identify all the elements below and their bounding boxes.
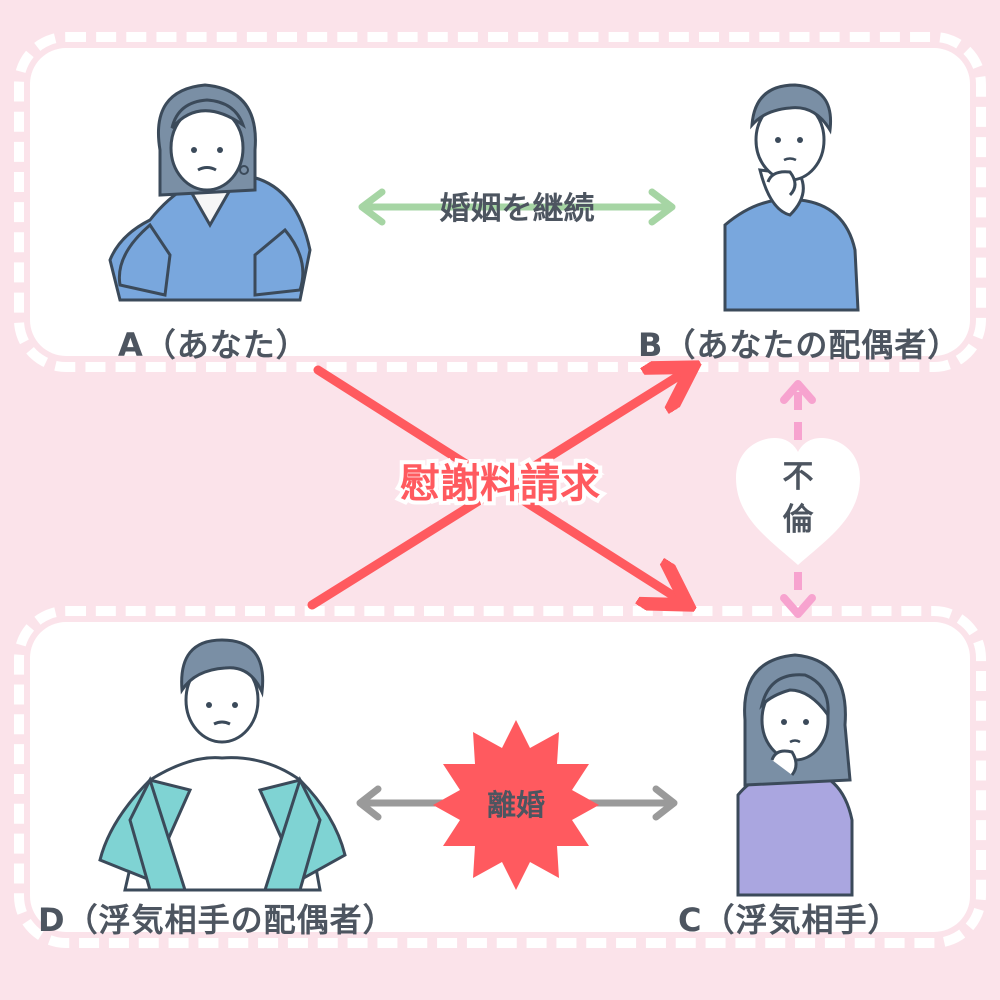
person-b-label: B（あなたの配偶者） — [638, 326, 961, 364]
claim-arrows — [307, 370, 685, 605]
person-d-label: D（浮気相手の配偶者） — [38, 901, 396, 939]
heart-icon — [736, 438, 860, 565]
burst-icon — [433, 720, 599, 890]
claim-label: 慰謝料請求 — [400, 461, 600, 507]
divorce-arrow — [356, 720, 678, 890]
person-a-label: A（あなた） — [118, 326, 309, 364]
marriage-arrow — [358, 188, 676, 226]
person-a-illustration — [108, 83, 312, 302]
affair-label-line2: 倫 — [783, 502, 815, 538]
person-b-illustration — [723, 83, 860, 312]
person-c-illustration — [736, 653, 854, 897]
marriage-label: 婚姻を継続 — [440, 191, 595, 227]
affair-label-line1: 不 — [783, 459, 814, 495]
person-c-label: C（浮気相手） — [678, 901, 901, 939]
affair-connector — [736, 380, 860, 618]
person-d-illustration — [98, 638, 347, 892]
divorce-label: 離婚 — [487, 788, 545, 822]
